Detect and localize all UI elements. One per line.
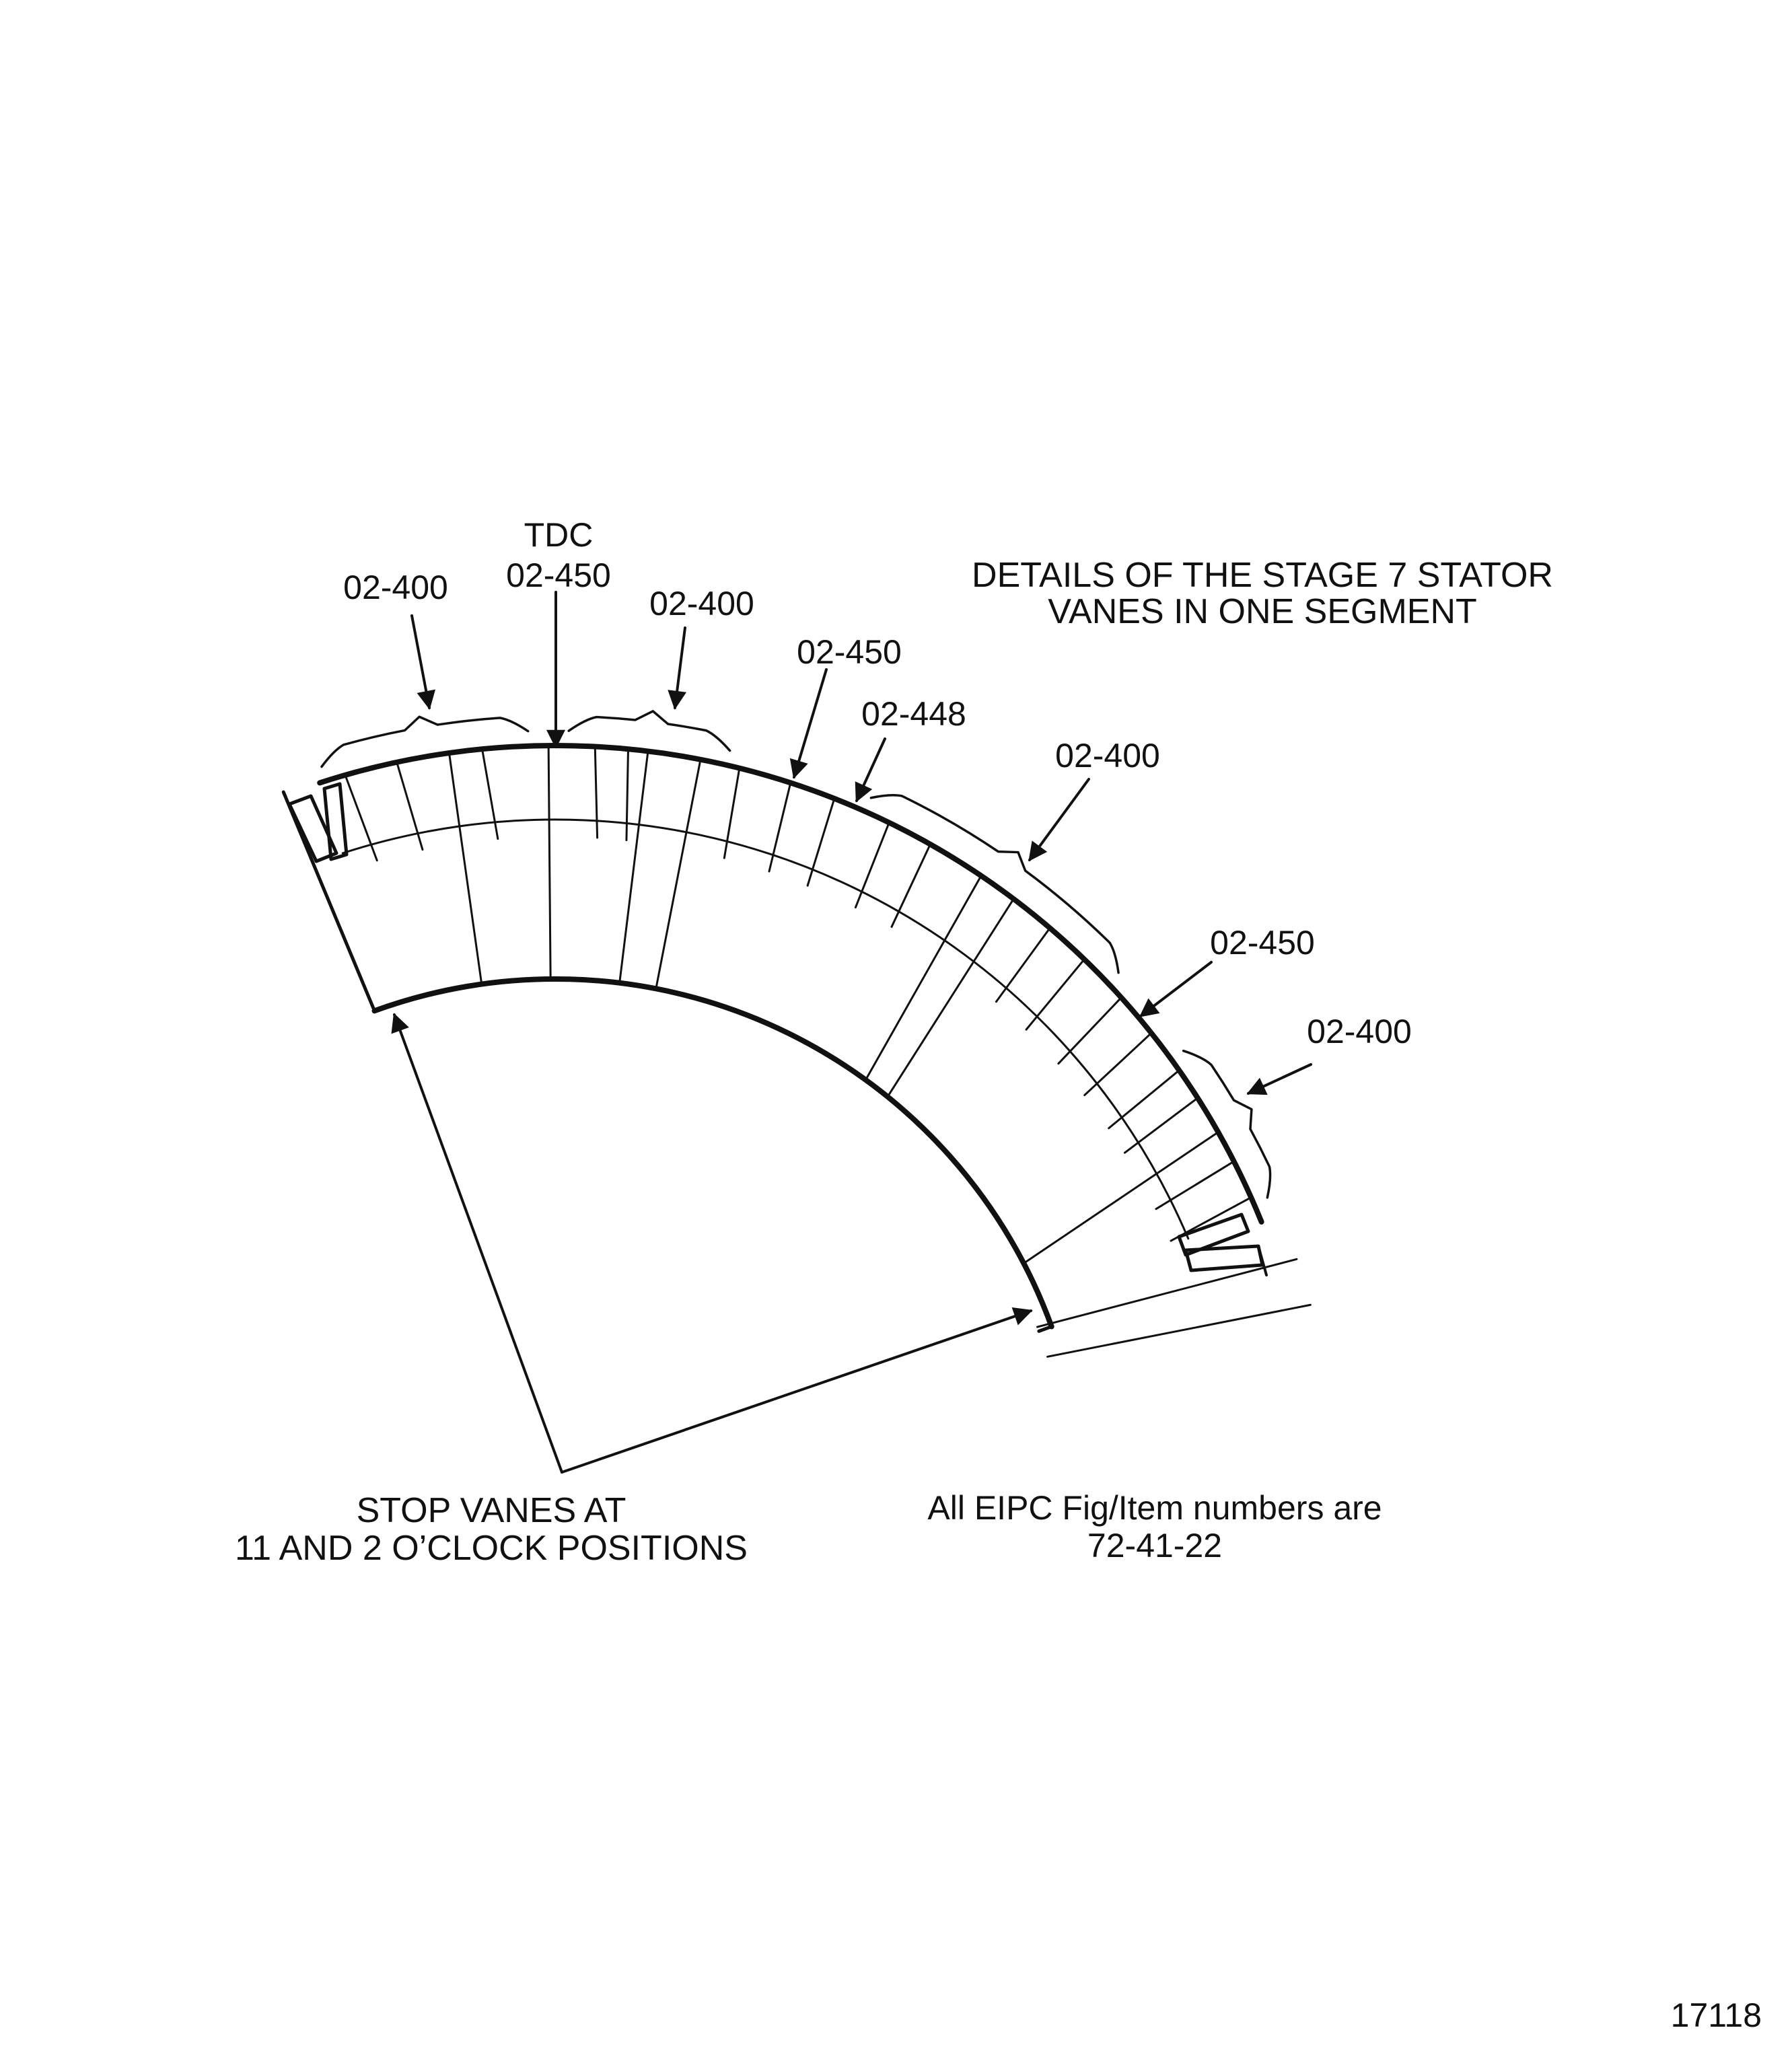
arrow-c8 — [1246, 1063, 1312, 1095]
vane-line-short — [481, 748, 499, 840]
vane-line-short — [854, 822, 890, 909]
arrow-stop-2-oclock — [561, 1307, 1033, 1474]
vane-line-short — [806, 797, 836, 887]
vane-line-short — [1123, 1097, 1199, 1154]
stop-position-arrows — [391, 1013, 1033, 1474]
vane-line-full — [618, 750, 649, 984]
vane-line-full — [1022, 1131, 1219, 1265]
vane-line-short — [890, 843, 931, 928]
callout-c6: 02-400 — [1055, 737, 1160, 774]
callout-c8: 02-400 — [1307, 1013, 1412, 1050]
diagram-title-line2: VANES IN ONE SEGMENT — [1048, 592, 1477, 631]
callout-c3: 02-400 — [649, 585, 754, 622]
vane-line-full — [886, 898, 1015, 1098]
vane-line-short — [396, 761, 424, 851]
arrow-c7 — [1139, 961, 1213, 1017]
segment-tail-line — [1046, 1303, 1312, 1358]
stop-vane-right — [1177, 1213, 1268, 1276]
vane-line-short — [995, 927, 1051, 1003]
vane-line-short — [768, 781, 792, 873]
callout-c4: 02-450 — [797, 633, 902, 671]
vane-line-short — [723, 767, 741, 859]
callout-c1: 02-400 — [343, 569, 448, 606]
stop-vane-left — [287, 782, 349, 863]
vane-line-full — [547, 744, 552, 980]
stop-note-line2: 11 AND 2 O’CLOCK POSITIONS — [235, 1529, 748, 1568]
vane-line-short — [1155, 1160, 1235, 1210]
arrow-c3 — [668, 626, 687, 710]
figure-number: 17118 — [1671, 1996, 1762, 2034]
stator-segment — [281, 743, 1264, 1333]
callout-arrows — [410, 591, 1312, 1095]
eipc-note-line1: All EIPC Fig/Item numbers are — [927, 1489, 1382, 1527]
vane-midline-arc — [341, 818, 1190, 1240]
tdc-label: TDC — [524, 516, 594, 554]
vane-line-short — [625, 748, 629, 842]
vane-line-short — [1083, 1032, 1153, 1097]
stator-vane-lines — [344, 744, 1312, 1358]
arrow-c4 — [789, 668, 828, 779]
vane-line-short — [1057, 997, 1122, 1065]
brace-02-400-tdc-right — [567, 710, 731, 752]
arrow-c6 — [1028, 778, 1090, 862]
callout-c5: 02-448 — [861, 695, 966, 733]
callout-c2: 02-450 — [506, 556, 611, 594]
diagram-title-line1: DETAILS OF THE STAGE 7 STATOR — [972, 556, 1553, 595]
vane-line-full — [447, 752, 483, 986]
eipc-note-line2: 72-41-22 — [1087, 1527, 1222, 1564]
vane-line-short — [344, 774, 378, 862]
vane-line-short — [594, 746, 599, 839]
vane-line-short — [1108, 1069, 1180, 1130]
segment-end-left — [281, 790, 377, 1013]
arrow-c5 — [855, 737, 886, 803]
vane-line-full — [864, 875, 982, 1081]
brace-02-400-middle — [869, 794, 1120, 974]
callout-c7: 02-450 — [1210, 924, 1315, 962]
segment-tail-line — [1036, 1258, 1298, 1328]
outer-shroud-arc — [317, 743, 1264, 1225]
inner-shroud-arc — [371, 976, 1054, 1330]
stop-note-line1: STOP VANES AT — [357, 1491, 626, 1530]
arrow-stop-11-oclock — [391, 1013, 563, 1474]
arrow-c1 — [410, 614, 436, 710]
vane-line-full — [655, 758, 702, 990]
vane-group-braces — [320, 710, 1272, 1199]
vane-line-short — [1025, 958, 1085, 1031]
brace-02-400-right — [1182, 1049, 1272, 1199]
segment-end-right — [1037, 1325, 1054, 1333]
brace-02-400-left — [320, 715, 530, 768]
